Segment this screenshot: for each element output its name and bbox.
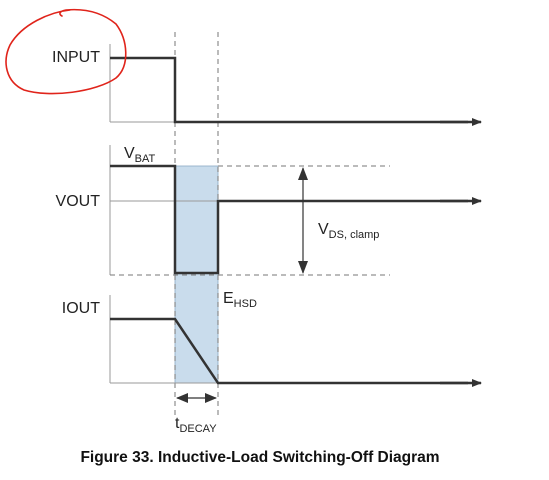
figure-caption: Figure 33. Inductive-Load Switching-Off … xyxy=(80,449,439,466)
iout-trace xyxy=(110,317,468,385)
tdecay-arrow-head-left xyxy=(176,393,188,403)
input-label: INPUT xyxy=(52,49,100,66)
vbat-label: VBAT xyxy=(124,145,156,165)
tdecay-label: tDECAY xyxy=(175,415,217,435)
vds-arrow-head-bottom xyxy=(298,261,308,274)
vds-arrow-head-top xyxy=(298,167,308,180)
vout-label: VOUT xyxy=(56,193,101,210)
input-highlight-scribble xyxy=(5,8,127,95)
iout-label: IOUT xyxy=(62,300,100,317)
vout-trace xyxy=(110,164,468,275)
tdecay-arrow-head-right xyxy=(205,393,217,403)
ehsd-label: EHSD xyxy=(223,290,257,310)
input-trace xyxy=(110,56,468,124)
vds-clamp-label: VDS, clamp xyxy=(318,221,379,241)
